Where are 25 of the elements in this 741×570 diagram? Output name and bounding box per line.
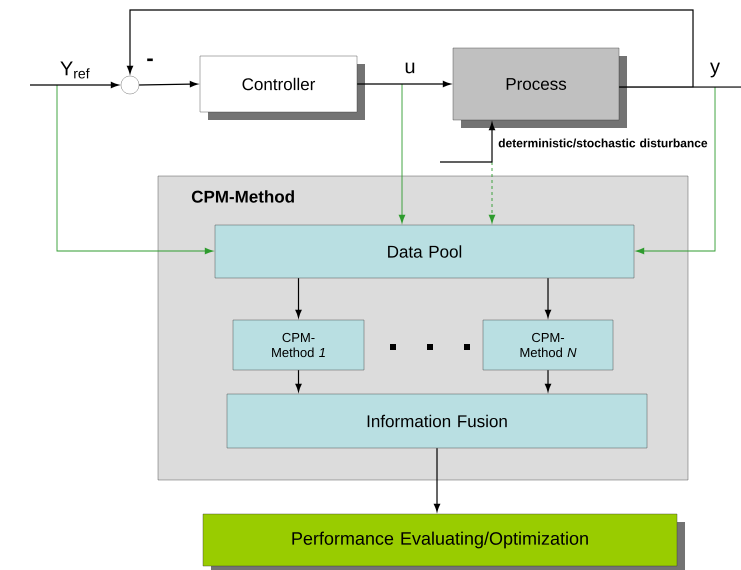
- method-box: CPM- Method N: [482, 320, 614, 370]
- signal-arrow: [139, 81, 198, 88]
- signal-label: y: [710, 62, 720, 78]
- data-arrow: [488, 162, 496, 224]
- fusion-box: Information Fusion: [226, 394, 648, 448]
- disturbance-arrow: [440, 122, 496, 163]
- arrow: [295, 370, 302, 392]
- process-box: Process: [452, 48, 627, 128]
- signal-arrow: [357, 80, 451, 88]
- minus-sign: -: [147, 58, 153, 62]
- data-pool-box: Data Pool: [214, 224, 634, 278]
- signal-label: u: [406, 62, 414, 74]
- arrow: [544, 370, 552, 392]
- arrow: [434, 448, 440, 512]
- data-arrow: [56, 84, 214, 254]
- feedback-arrow: [126, 9, 694, 88]
- method-box: CPM- Method 1: [232, 320, 364, 370]
- result-box: Performance Evaluating/Optimization: [202, 514, 685, 570]
- summing-junction: [120, 76, 140, 94]
- arrow: [544, 278, 552, 318]
- signal-label: Y$_{ref}$: [60, 62, 90, 78]
- arrow: [295, 278, 302, 318]
- signal-label: deterministic/stochastic disturbance: [498, 138, 708, 148]
- signal-arrow: [30, 82, 119, 88]
- controller-box: Controller: [200, 56, 365, 120]
